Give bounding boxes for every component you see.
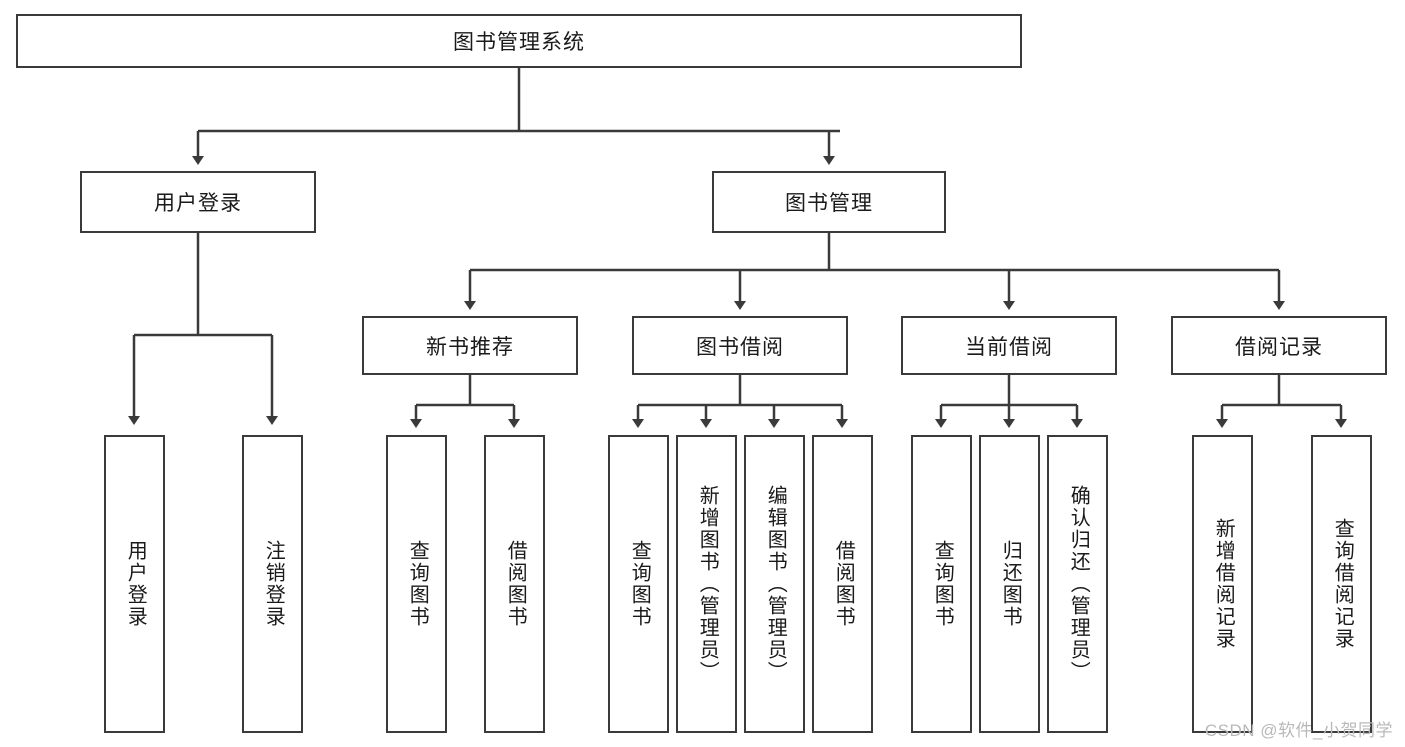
leaf-borrow-book-1[interactable]: 借阅图书 bbox=[484, 435, 545, 733]
leaf-logout-label: 注销登录 bbox=[262, 540, 285, 628]
leaf-query-record-label: 查询借阅记录 bbox=[1331, 518, 1354, 650]
node-current-borrow-label: 当前借阅 bbox=[965, 335, 1053, 359]
leaf-query-book-2-label: 查询图书 bbox=[628, 540, 651, 628]
leaf-add-book-label: 新增图书（管理员） bbox=[696, 485, 719, 683]
leaf-confirm-return[interactable]: 确认归还（管理员） bbox=[1047, 435, 1108, 733]
leaf-query-book-3-label: 查询图书 bbox=[931, 540, 954, 628]
leaf-query-book-1-label: 查询图书 bbox=[406, 540, 429, 628]
leaf-return-book[interactable]: 归还图书 bbox=[979, 435, 1040, 733]
leaf-user-login[interactable]: 用户登录 bbox=[104, 435, 165, 733]
leaf-borrow-book-2-label: 借阅图书 bbox=[832, 540, 855, 628]
node-book-manage-label: 图书管理 bbox=[785, 192, 873, 215]
leaf-add-record-label: 新增借阅记录 bbox=[1212, 518, 1235, 650]
node-new-book-rec[interactable]: 新书推荐 bbox=[362, 316, 578, 375]
leaf-query-record[interactable]: 查询借阅记录 bbox=[1311, 435, 1372, 733]
node-borrow-record[interactable]: 借阅记录 bbox=[1171, 316, 1387, 375]
node-book-borrow[interactable]: 图书借阅 bbox=[632, 316, 848, 375]
node-new-book-rec-label: 新书推荐 bbox=[426, 335, 514, 359]
node-book-manage[interactable]: 图书管理 bbox=[712, 171, 946, 233]
node-root-label: 图书管理系统 bbox=[453, 31, 585, 54]
node-book-borrow-label: 图书借阅 bbox=[696, 335, 784, 359]
node-user-login-label: 用户登录 bbox=[154, 192, 242, 215]
leaf-edit-book-label: 编辑图书（管理员） bbox=[764, 485, 787, 683]
leaf-logout[interactable]: 注销登录 bbox=[242, 435, 303, 733]
leaf-confirm-return-label: 确认归还（管理员） bbox=[1067, 485, 1090, 683]
leaf-return-book-label: 归还图书 bbox=[999, 540, 1022, 628]
csdn-watermark: CSDN @软件_小贺同学 bbox=[1204, 721, 1393, 740]
leaf-query-book-2[interactable]: 查询图书 bbox=[608, 435, 669, 733]
leaf-query-book-3[interactable]: 查询图书 bbox=[911, 435, 972, 733]
node-root[interactable]: 图书管理系统 bbox=[16, 14, 1022, 68]
leaf-borrow-book-1-label: 借阅图书 bbox=[504, 540, 527, 628]
node-user-login[interactable]: 用户登录 bbox=[80, 171, 316, 233]
leaf-user-login-label: 用户登录 bbox=[124, 540, 147, 628]
leaf-edit-book[interactable]: 编辑图书（管理员） bbox=[744, 435, 805, 733]
leaf-add-book[interactable]: 新增图书（管理员） bbox=[676, 435, 737, 733]
leaf-query-book-1[interactable]: 查询图书 bbox=[386, 435, 447, 733]
leaf-add-record[interactable]: 新增借阅记录 bbox=[1192, 435, 1253, 733]
leaf-borrow-book-2[interactable]: 借阅图书 bbox=[812, 435, 873, 733]
node-current-borrow[interactable]: 当前借阅 bbox=[901, 316, 1117, 375]
node-borrow-record-label: 借阅记录 bbox=[1235, 335, 1323, 359]
